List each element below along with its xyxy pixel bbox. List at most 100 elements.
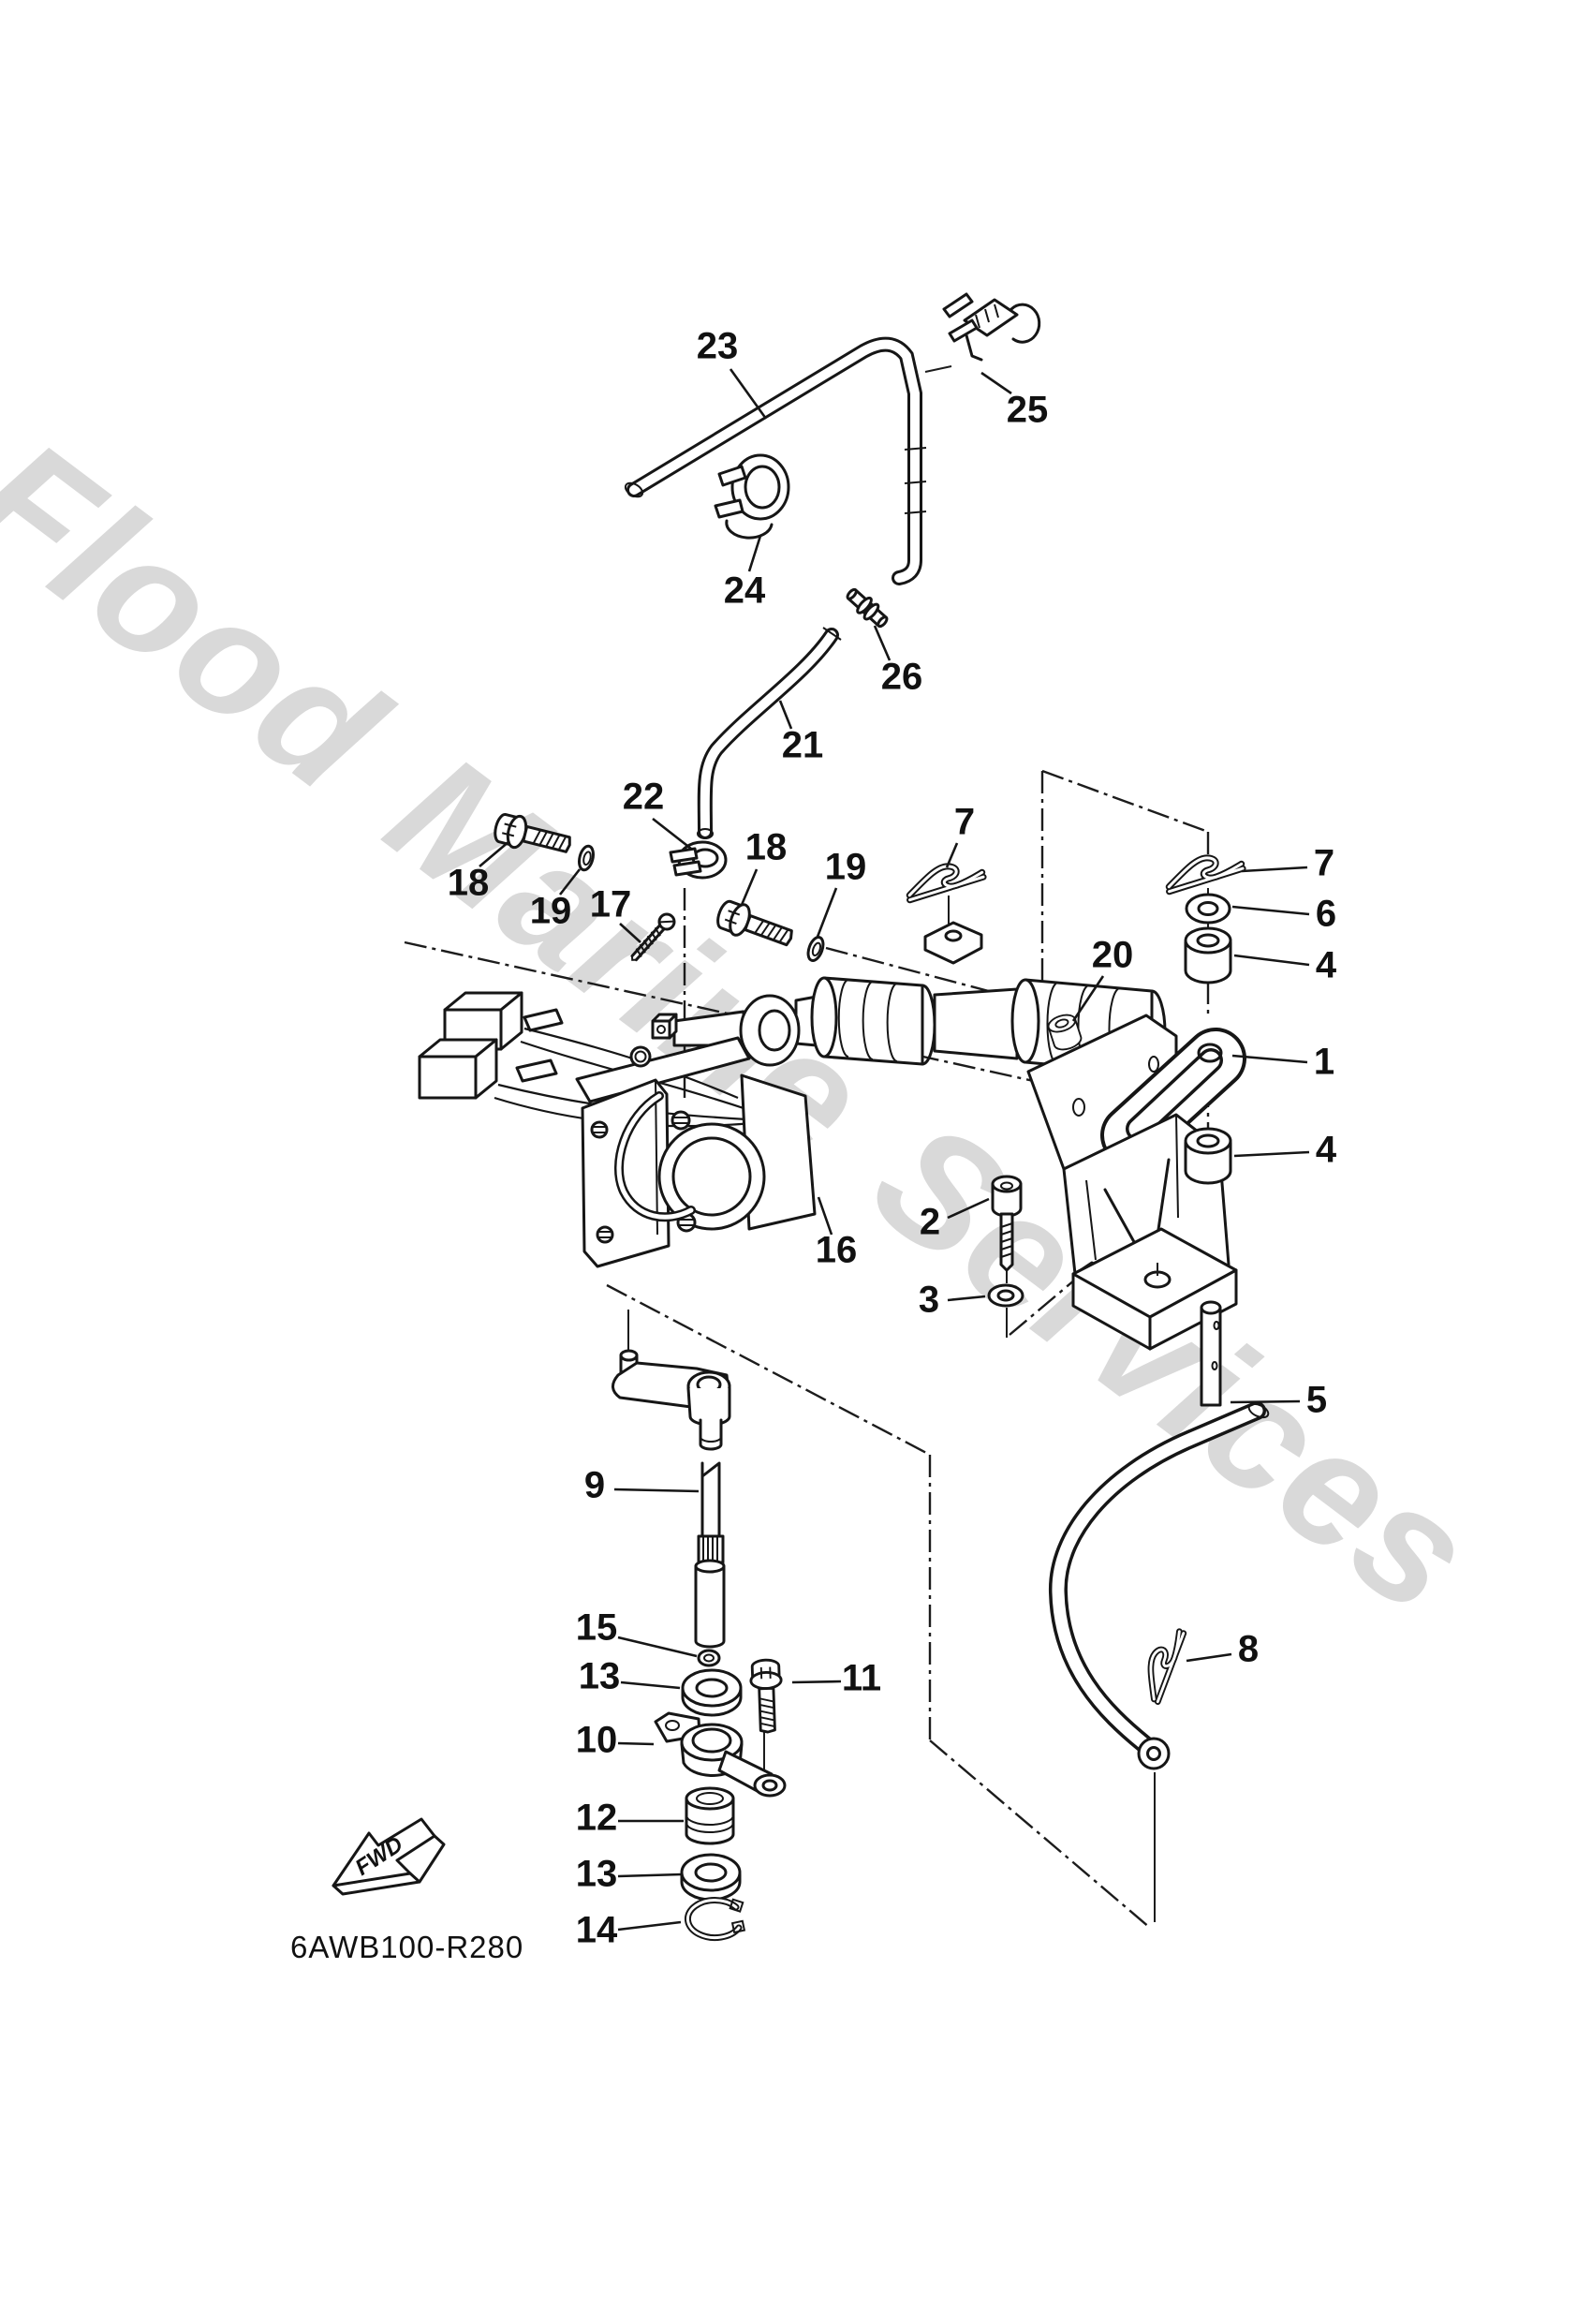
throttle-pump-assembly	[581, 1073, 817, 1268]
callout-leader-2-19	[947, 1197, 990, 1220]
callout-label-7-12: 7	[1314, 843, 1334, 884]
fuel-joint-26	[846, 587, 889, 629]
pump-bolt	[596, 1225, 614, 1244]
callout-label-2-19: 2	[920, 1202, 940, 1243]
callout-label-6-13: 6	[1316, 894, 1336, 935]
callout-label-13-29: 13	[576, 1854, 618, 1895]
plate-bolt	[629, 1045, 652, 1068]
callout-leader-4-17	[1233, 1150, 1310, 1158]
throttle-lever-upper	[612, 1349, 731, 1451]
fuel-hose-23	[624, 336, 927, 585]
callout-leader-5-21	[1230, 1399, 1301, 1404]
callout-label-9-23: 9	[584, 1465, 605, 1506]
callout-label-18-6: 18	[448, 863, 490, 904]
washer-3	[987, 1283, 1024, 1308]
callout-label-8-22: 8	[1238, 1629, 1259, 1670]
callout-leader-3-20	[947, 1295, 986, 1302]
steering-bracket	[1026, 1014, 1246, 1351]
grommet-4b	[1184, 1127, 1232, 1185]
square-nut	[651, 1013, 678, 1040]
callout-leader-10-27	[617, 1741, 655, 1746]
cotter-pin-8	[1133, 1626, 1198, 1702]
fwd-arrow-icon: FWD	[332, 1817, 446, 1896]
wire-harness-connectors	[418, 991, 792, 1128]
callout-label-16-18: 16	[816, 1230, 858, 1271]
callout-label-1-16: 1	[1314, 1042, 1334, 1083]
callout-label-5-21: 5	[1306, 1380, 1327, 1421]
callout-label-12-28: 12	[576, 1798, 618, 1839]
grommet-4a	[1184, 926, 1232, 984]
hose-clip-25	[942, 292, 1041, 362]
callout-label-19-10: 19	[825, 847, 867, 888]
callout-label-4-14: 4	[1316, 945, 1337, 986]
pin-lug	[923, 921, 983, 965]
pump-bolt	[590, 1120, 609, 1139]
washer-6	[1185, 893, 1231, 925]
callout-label-7-11: 7	[954, 802, 975, 843]
callout-label-18-9: 18	[745, 827, 788, 868]
bracket-arm-hole	[1197, 1043, 1223, 1063]
callout-leader-13-29	[617, 1873, 683, 1878]
callout-leader-19-10	[816, 887, 838, 938]
callout-label-11-26: 11	[842, 1658, 881, 1699]
callout-label-23-0: 23	[697, 326, 739, 367]
washer-19a	[578, 844, 595, 872]
callout-leader-4-14	[1233, 954, 1310, 967]
callout-label-15-24: 15	[576, 1607, 618, 1649]
callout-label-3-20: 3	[919, 1280, 939, 1321]
hose-clamp-22	[669, 840, 728, 880]
callout-leader-19-7	[558, 868, 582, 896]
callout-leader-24-2	[747, 535, 762, 572]
bolt-11	[748, 1658, 785, 1735]
callout-leader-1-16	[1231, 1054, 1308, 1064]
callout-label-19-7: 19	[530, 891, 572, 932]
bolt-18b	[713, 896, 798, 955]
control-lever-10	[654, 1711, 787, 1798]
washer-13b	[680, 1853, 742, 1902]
callout-leader-6-13	[1231, 905, 1310, 916]
terminal	[523, 1008, 564, 1032]
callout-leader-18-9	[740, 868, 759, 906]
callout-leader-26-3	[873, 625, 892, 661]
callout-label-4-17: 4	[1316, 1130, 1337, 1171]
terminal	[515, 1058, 558, 1083]
cotter-pin-7b	[1167, 855, 1244, 892]
callout-leader-22-5	[652, 817, 692, 851]
callout-leader-16-18	[817, 1196, 833, 1236]
callout-leader-23-0	[729, 368, 768, 420]
callout-leader-13-25	[620, 1680, 681, 1690]
callout-leader-20-15	[1071, 975, 1105, 1022]
screw-17	[630, 912, 676, 962]
callout-label-17-8: 17	[590, 884, 632, 925]
callout-leader-15-24	[617, 1636, 698, 1658]
callout-label-10-27: 10	[576, 1720, 618, 1761]
callout-leader-8-22	[1186, 1652, 1232, 1663]
callout-leader-9-23	[613, 1488, 700, 1493]
socket-bolt-2	[991, 1175, 1023, 1272]
callout-leader-18-6	[479, 840, 510, 867]
callout-label-22-5: 22	[623, 777, 665, 818]
drawing-code: 6AWB100-R280	[290, 1930, 523, 1964]
pump-bolt	[671, 1110, 691, 1131]
o-ring-15	[697, 1649, 721, 1667]
cotter-pin-7a	[907, 864, 984, 900]
callout-label-20-15: 20	[1092, 935, 1134, 976]
pivot-pin-5	[1200, 1300, 1222, 1407]
callout-label-24-2: 24	[724, 570, 766, 612]
callout-label-26-3: 26	[881, 657, 923, 698]
callout-label-13-25: 13	[579, 1656, 621, 1697]
callout-label-14-30: 14	[576, 1910, 618, 1951]
callout-label-21-4: 21	[782, 725, 824, 766]
bolt-18a	[491, 809, 575, 863]
callout-leader-21-4	[778, 700, 793, 730]
bushing-12	[685, 1786, 735, 1845]
circlip-14	[684, 1897, 746, 1942]
washer-19b	[806, 936, 825, 962]
throttle-shaft-9	[694, 1461, 726, 1649]
fuel-hose-21	[697, 627, 842, 839]
callout-leader-17-8	[619, 923, 641, 943]
callout-leader-7-11	[945, 842, 959, 868]
